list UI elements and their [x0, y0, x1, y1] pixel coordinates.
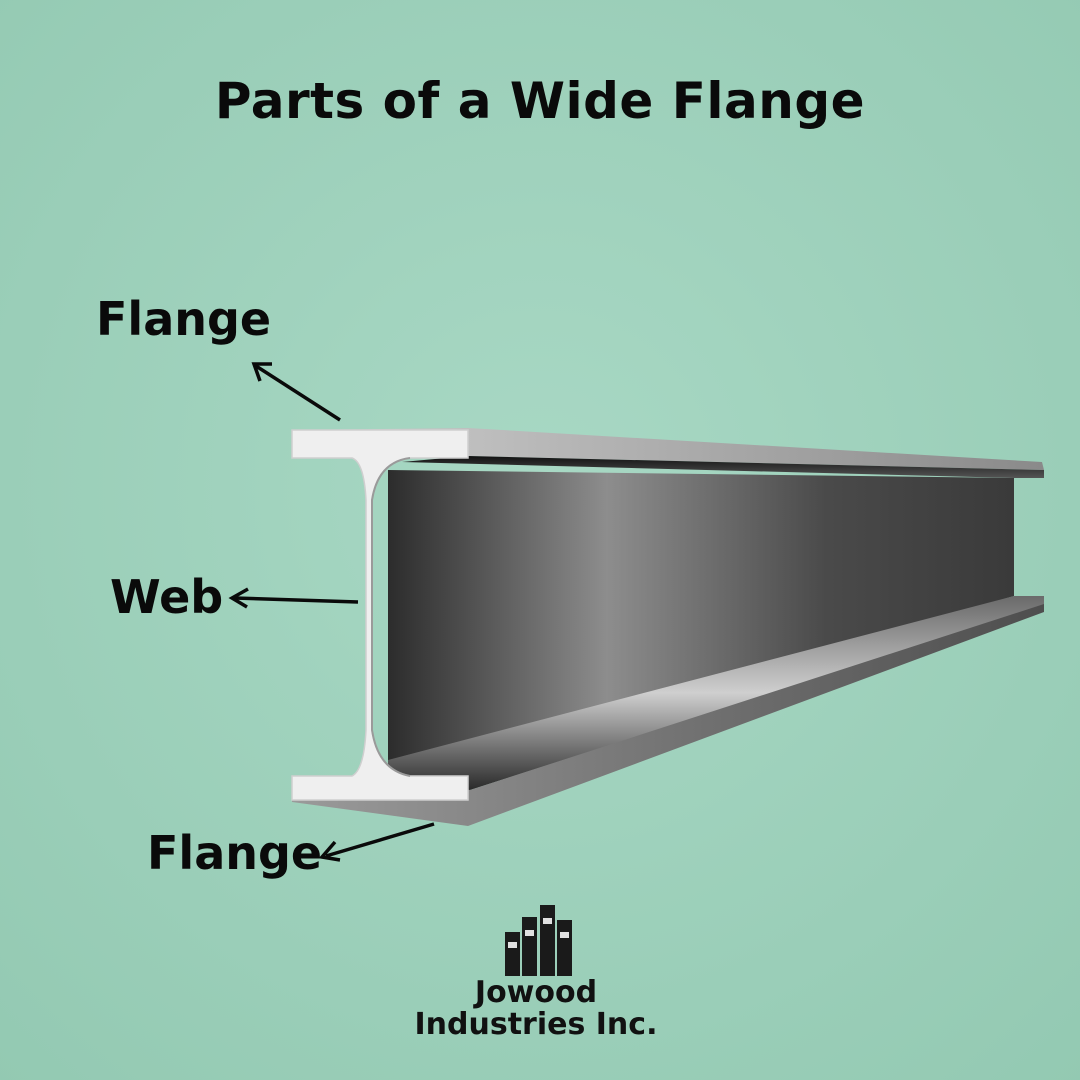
- web-face: [388, 470, 1014, 780]
- logo-name-line1: Jowood: [474, 975, 598, 1010]
- bottom-fillet: [388, 596, 1044, 790]
- bottom-flange-surface: [292, 604, 1044, 826]
- top-flange-underside: [402, 456, 1044, 478]
- arrow-flange-bottom: [318, 822, 435, 862]
- arrow-web: [228, 587, 359, 609]
- top-flange-surface: [292, 428, 1044, 470]
- logo-name-line2: Industries Inc.: [414, 1007, 658, 1042]
- jowood-logo-mark: [505, 905, 572, 976]
- web-label: Web: [110, 570, 224, 624]
- arrow-flange-top: [251, 362, 341, 422]
- flange-bottom-label: Flange: [147, 826, 323, 880]
- page-title: Parts of a Wide Flange: [214, 72, 866, 130]
- flange-top-label: Flange: [96, 292, 272, 346]
